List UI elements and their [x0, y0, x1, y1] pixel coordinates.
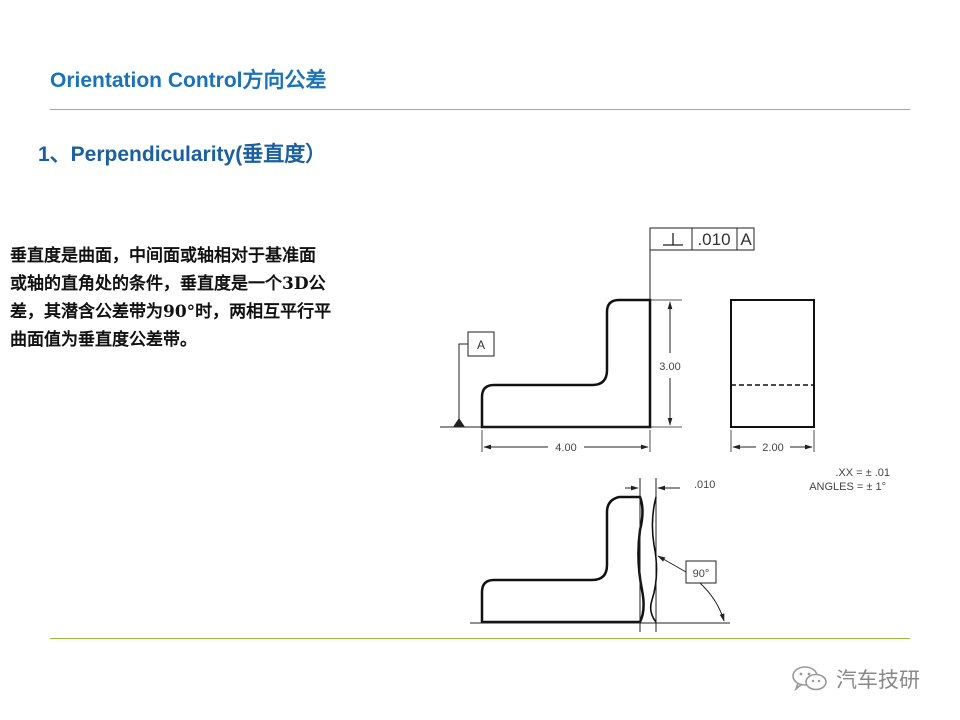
part-front-view [480, 298, 652, 429]
fcf-tolerance-value: .010 [697, 230, 730, 249]
datum-feature-label: A [477, 338, 485, 352]
width-dimension: 4.00 [555, 442, 576, 454]
angle-label: 90° [693, 568, 710, 580]
datum-triangle-icon [453, 418, 465, 427]
height-dimension: 3.00 [659, 361, 680, 373]
description-line: 垂直度是曲面，中间面或轴相对于基准面 [10, 246, 316, 266]
section-subtitle: 1、Perpendicularity(垂直度） [38, 143, 327, 166]
bottom-divider [50, 638, 910, 639]
description-text: 垂直度是曲面，中间面或轴相对于基准面 或轴的直角处的条件，垂直度是一个3D公 差… [10, 242, 410, 354]
watermark: 汽车技研 [790, 664, 920, 694]
datum-leader [458, 343, 468, 421]
slide-title: Orientation Control方向公差 [50, 69, 327, 92]
part-side-view [730, 299, 815, 428]
watermark-text: 汽车技研 [836, 668, 920, 692]
tolerance-note-xx: .XX = ± .01 [835, 467, 890, 479]
part-zone-view [480, 495, 645, 624]
fcf-datum-ref: A [740, 230, 752, 249]
perpendicularity-symbol-icon [663, 233, 683, 246]
zone-tolerance-value: .010 [694, 479, 715, 491]
datum-feature-box [467, 331, 495, 357]
zone-surface-curve [649, 496, 658, 623]
wechat-icon [792, 666, 827, 692]
description-line: 差，其潜含公差带为90°时，两相互平行平 [10, 302, 332, 322]
description-line: 曲面值为垂直度公差带。 [10, 330, 197, 350]
top-divider [50, 109, 910, 110]
description-line: 或轴的直角处的条件，垂直度是一个3D公 [10, 274, 326, 294]
tolerance-note-angles: ANGLES = ± 1° [809, 481, 886, 493]
depth-dimension: 2.00 [762, 442, 783, 454]
angle-arc [699, 582, 725, 622]
